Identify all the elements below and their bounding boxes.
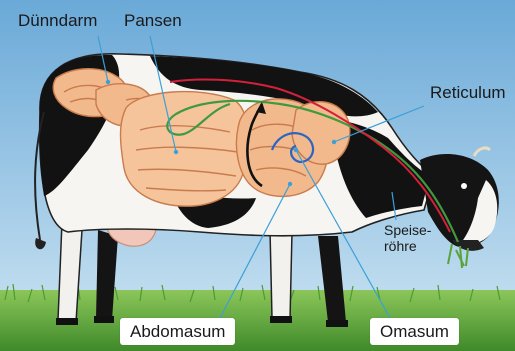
label-duenndarm: Dünndarm [18, 12, 97, 29]
label-speiseroehre-line1: Speise- [384, 222, 431, 238]
label-omasum: Omasum [370, 318, 459, 345]
label-abdomasum: Abdomasum [120, 318, 235, 345]
label-speiseroehre-line2: röhre [384, 238, 431, 254]
label-pansen: Pansen [124, 12, 182, 29]
label-reticulum: Reticulum [430, 84, 506, 101]
label-speiseroehre: Speise- röhre [384, 222, 431, 254]
